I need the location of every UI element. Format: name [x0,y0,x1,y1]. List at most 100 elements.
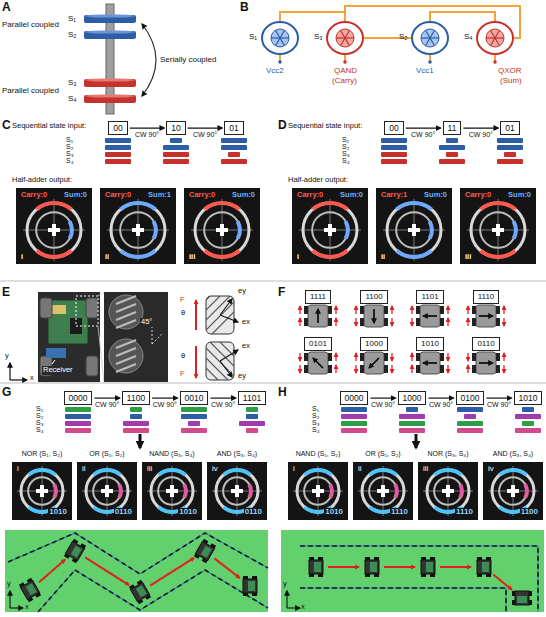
edge-label: CW 90° [94,401,120,409]
annotation: y [7,580,11,589]
figure-rect [381,485,385,497]
figure-rect [328,306,332,314]
state-code: 01 [505,123,514,133]
figure-path [341,38,346,46]
figure-path [479,315,493,317]
figure-rect [440,365,444,373]
figure-path [467,306,468,314]
figure-rect [446,138,458,143]
figure-ellipse [85,78,135,81]
figure-path [220,299,232,315]
figure-path [27,468,57,476]
output-readout: 1100 [520,508,539,517]
figure-rect [105,159,131,164]
rotation-arrow [406,127,441,128]
figure-path [345,38,350,46]
output-readout: 1010 [48,508,68,517]
figure-rect [221,145,247,150]
figure-path [10,607,23,608]
figure-path [139,434,142,448]
figure-path [344,54,346,61]
figure-path [220,315,238,322]
figure-path [336,37,345,38]
output-readout: ii [81,465,87,474]
figure-rect [170,138,182,143]
figure-path [276,30,281,38]
figure-rect [341,421,367,426]
figure-path [486,37,495,38]
figure-path [430,12,495,22]
annotation: QAND [334,66,357,75]
figure-path [479,362,493,364]
figure-circle [195,203,249,257]
figure-path [447,306,448,314]
output-readout: Sum:0 [507,191,532,199]
state-box: 1101 [238,391,266,405]
figure-rect [360,306,364,314]
figure-rect [515,428,541,433]
figure-rect [399,421,425,426]
figure-rect [105,145,131,150]
state-code: 1010 [519,393,538,403]
figure-rect [439,145,465,150]
figure-rect [496,306,500,314]
figure-path [68,220,74,239]
figure-rect [399,428,425,433]
figure-rect [328,365,332,373]
panel-letter: E [2,286,10,300]
figure-rect [328,224,332,236]
figure-g [412,352,448,374]
figure-circle [369,477,397,505]
state-code: 01 [229,123,238,133]
figure-path [117,483,122,498]
annotation: S₂ [312,412,319,420]
annotation: S₄ [66,157,74,165]
figure-rect [476,305,496,327]
figure-rect [511,485,515,497]
figure-rect [314,562,321,572]
figure-rect [341,407,367,412]
figure-rect [416,306,420,314]
state-code: 0100 [461,393,480,403]
figure-path [116,296,136,304]
figure-path [303,468,333,476]
rotation-arrow [428,397,453,398]
figure-path [8,533,268,574]
figure-rect [496,318,500,326]
figure-path [116,312,136,320]
figure-rect [65,421,91,426]
figure-ellipse [262,22,298,54]
figure-rect [496,224,500,236]
annotation: S₁ [66,136,73,144]
figure-rect [439,159,465,164]
figure-path [355,306,356,314]
figure-path [523,483,528,498]
output-readout: Sum:0 [63,191,88,199]
output-readout: Sum:0 [423,191,448,199]
figure-path [447,353,448,361]
figure-g [206,342,234,380]
state-box: 1000 [398,391,427,405]
annotation: ex [242,318,250,327]
figure-path [335,318,336,326]
figure-path [276,38,281,46]
figure-path [368,468,398,476]
figure-path [52,360,55,364]
figure-path [203,201,240,211]
figure-rect [52,305,66,314]
edge-label: CW 90° [370,401,396,409]
rotation-arrow [486,397,511,398]
figure-rect [440,318,444,326]
annotation: AND (S₃, S₄) [217,450,257,458]
figure-path [479,249,516,259]
figure-rect [243,579,257,593]
figure-path [411,306,412,314]
figure-g [468,305,504,327]
figure-path [35,201,72,211]
output-photo: Carry:1Sum:0ii [376,188,452,264]
annotation: S₃ [312,419,320,427]
figure-path [328,483,333,498]
figure-rect [181,407,207,412]
output-readout: iii [464,253,472,261]
